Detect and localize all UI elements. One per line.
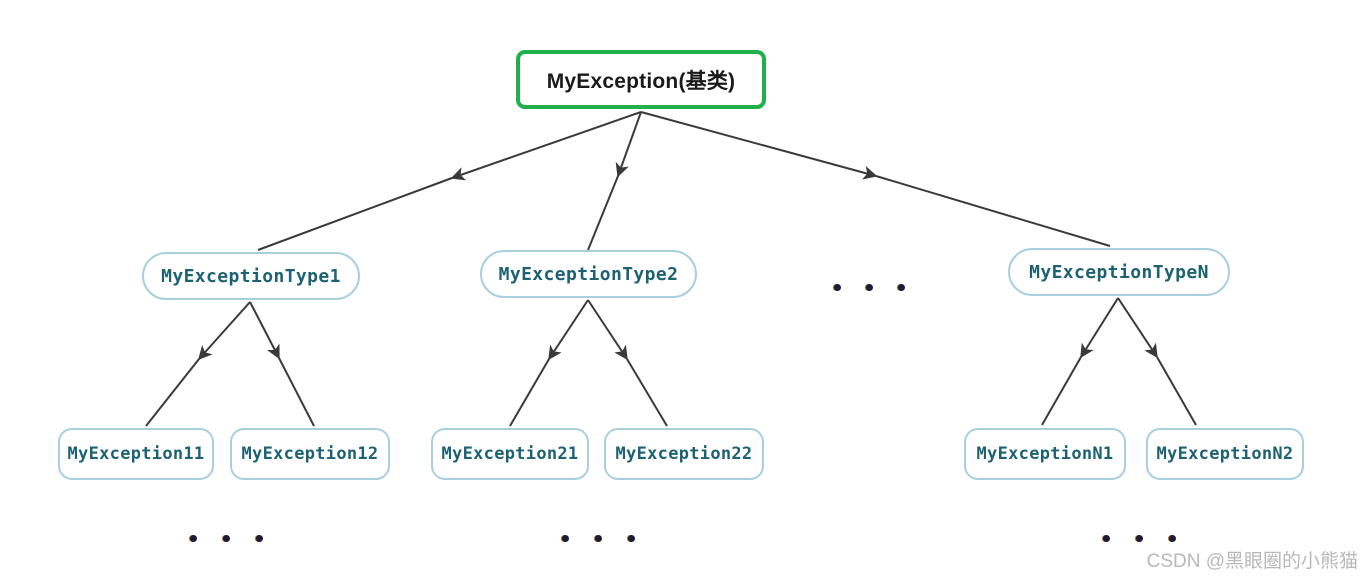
ellipsis-level2-gap [834, 284, 905, 291]
dot [1103, 535, 1110, 542]
edge-root-to-typeN [640, 111, 1111, 247]
node-myexceptionn1[interactable]: MyExceptionN1 [964, 428, 1126, 480]
ellipsis-under-group2 [562, 535, 635, 542]
node-label: MyException21 [441, 444, 579, 464]
dot [866, 284, 873, 291]
node-myexception11[interactable]: MyException11 [58, 428, 214, 480]
edge-type2-to-exception21 [509, 299, 589, 427]
dot [595, 535, 602, 542]
node-myexception-base[interactable]: MyException(基类) [516, 50, 766, 109]
dot [562, 535, 569, 542]
dot [223, 535, 230, 542]
csdn-watermark: CSDN @黑眼圈的小熊猫 [1146, 551, 1358, 572]
edge-root-to-type2 [587, 111, 642, 251]
node-label: MyException11 [67, 444, 205, 464]
edge-root-to-type1 [257, 111, 642, 251]
node-myexception21[interactable]: MyException21 [431, 428, 589, 480]
node-label: MyExceptionType1 [161, 265, 341, 287]
node-myexceptiontype2[interactable]: MyExceptionType2 [480, 250, 697, 298]
node-myexceptiontype1[interactable]: MyExceptionType1 [142, 252, 360, 300]
node-label: MyException12 [241, 444, 379, 464]
edge-type2-to-exception22 [587, 299, 668, 427]
dot [834, 284, 841, 291]
node-myexceptiontypen[interactable]: MyExceptionTypeN [1008, 248, 1230, 296]
dot [628, 535, 635, 542]
edge-typeN-to-exceptionN2 [1117, 297, 1197, 426]
node-label: MyExceptionTypeN [1029, 261, 1209, 283]
node-label: MyExceptionN2 [1156, 444, 1294, 464]
edge-type1-to-exception12 [249, 301, 315, 427]
dot [190, 535, 197, 542]
node-label: MyException(基类) [546, 69, 736, 93]
edge-typeN-to-exceptionN1 [1041, 297, 1119, 426]
dot [256, 535, 263, 542]
node-myexceptionn2[interactable]: MyExceptionN2 [1146, 428, 1304, 480]
node-label: MyExceptionType2 [498, 263, 679, 285]
dot [898, 284, 905, 291]
node-myexception12[interactable]: MyException12 [230, 428, 390, 480]
ellipsis-under-group1 [190, 535, 263, 542]
edge-type1-to-exception11 [145, 301, 251, 427]
ellipsis-under-group3 [1103, 535, 1176, 542]
node-label: MyException22 [615, 444, 753, 464]
node-myexception22[interactable]: MyException22 [604, 428, 764, 480]
dot [1169, 535, 1176, 542]
dot [1136, 535, 1143, 542]
node-label: MyExceptionN1 [976, 444, 1114, 464]
